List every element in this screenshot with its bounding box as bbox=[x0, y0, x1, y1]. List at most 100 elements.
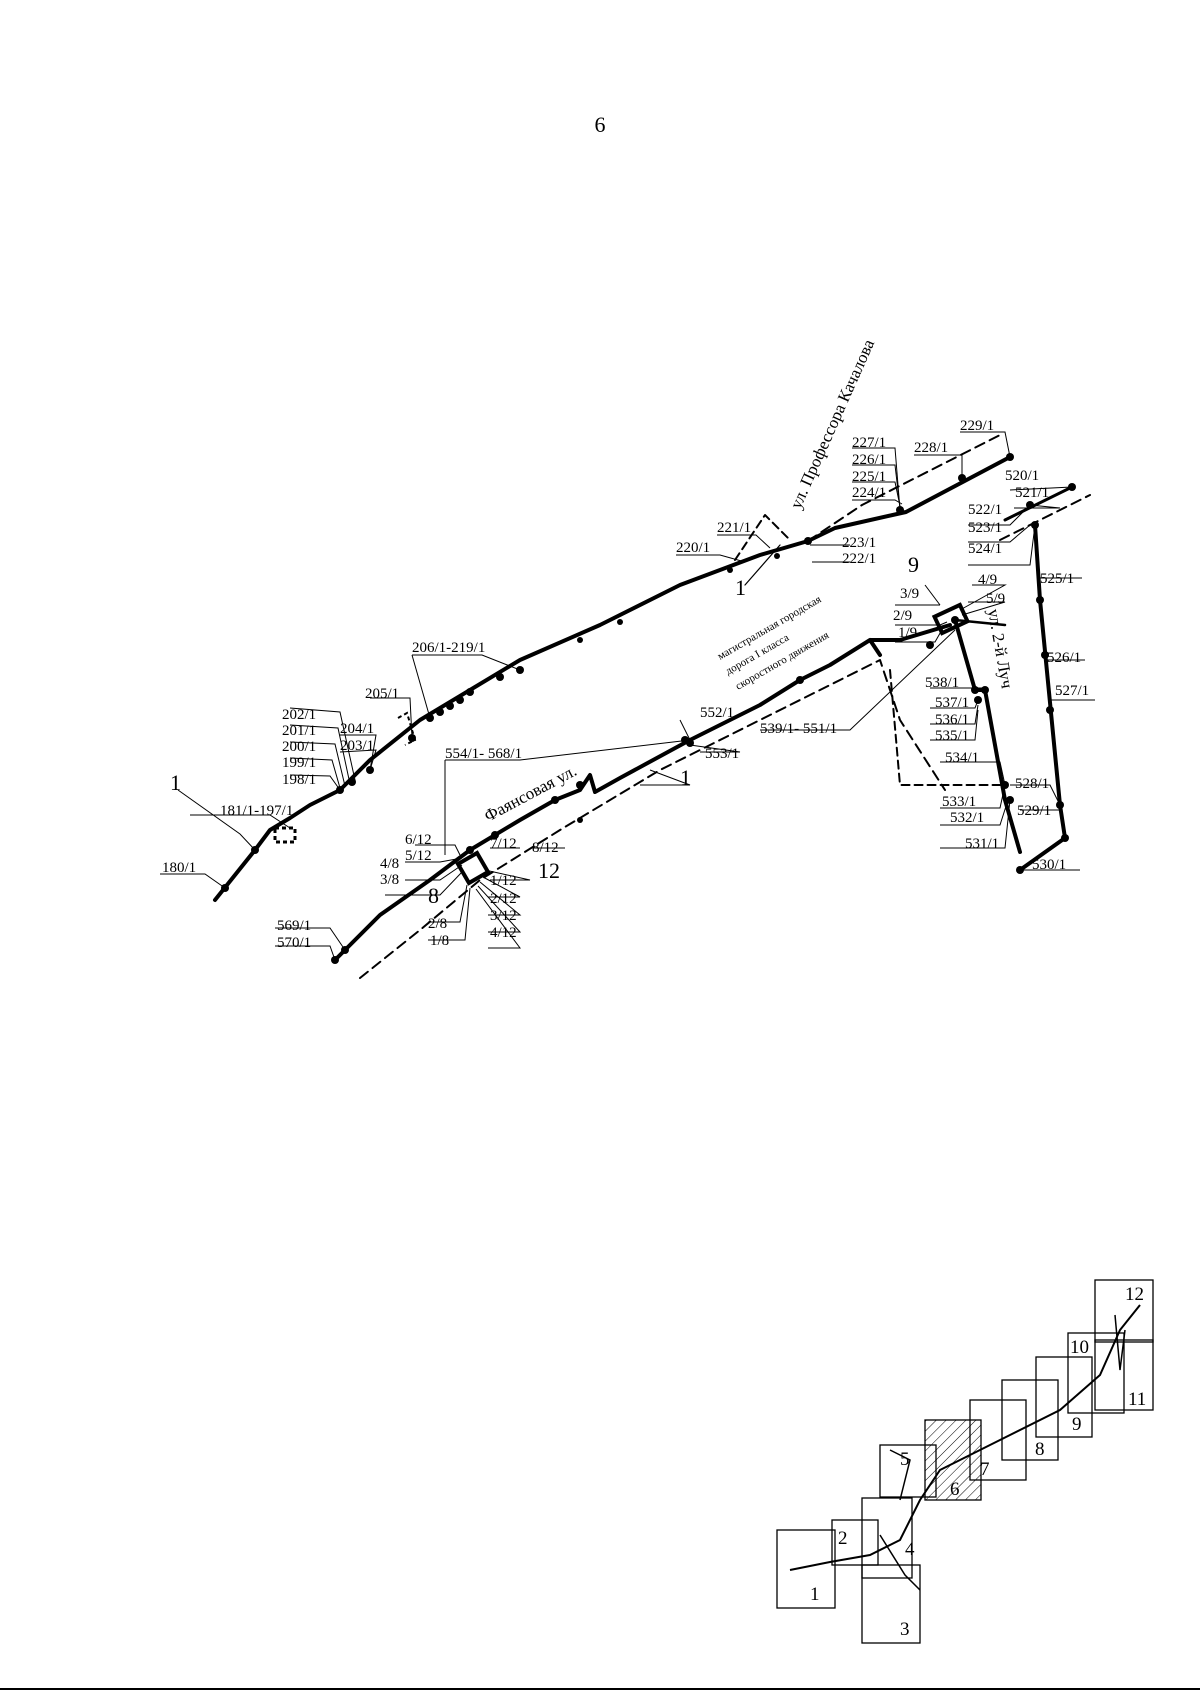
label-198: 198/1 bbox=[282, 772, 316, 788]
label-1-12: 1/12 bbox=[490, 873, 517, 889]
label-537: 537/1 bbox=[935, 695, 969, 711]
label-1-8: 1/8 bbox=[430, 933, 449, 949]
sheet-label-5: 5 bbox=[900, 1449, 910, 1470]
label-536: 536/1 bbox=[935, 712, 969, 728]
sheet-6 bbox=[924, 1419, 982, 1501]
label-205: 205/1 bbox=[365, 686, 399, 702]
label-200: 200/1 bbox=[282, 739, 316, 755]
sheet-label-12: 12 bbox=[1125, 1284, 1144, 1305]
sheet-9 bbox=[1035, 1356, 1093, 1438]
label-552: 552/1 bbox=[700, 705, 734, 721]
section-number-9: 9 bbox=[908, 552, 919, 577]
picket-labels: 180/1 181/1-197/1 198/1 199/1 200/1 201/… bbox=[162, 418, 1089, 951]
label-6-12: 6/12 bbox=[405, 832, 432, 848]
label-523: 523/1 bbox=[968, 520, 1002, 536]
label-535: 535/1 bbox=[935, 728, 969, 744]
label-525: 525/1 bbox=[1040, 571, 1074, 587]
line-number-1-top: 1 bbox=[735, 575, 746, 600]
structure-8 bbox=[455, 850, 491, 886]
label-521: 521/1 bbox=[1015, 485, 1049, 501]
label-2-12: 2/12 bbox=[490, 891, 517, 907]
structure-181 bbox=[273, 826, 297, 844]
sheet-label-3: 3 bbox=[900, 1619, 910, 1640]
sheet-label-8: 8 bbox=[1035, 1439, 1045, 1460]
sheet-label-9: 9 bbox=[1072, 1414, 1082, 1435]
lower-line bbox=[333, 623, 952, 962]
lower-dashed bbox=[359, 659, 946, 979]
page-number: 6 bbox=[594, 112, 606, 137]
structures bbox=[273, 602, 971, 886]
label-530: 530/1 bbox=[1032, 857, 1066, 873]
label-4-9: 4/9 bbox=[978, 572, 997, 588]
label-229: 229/1 bbox=[960, 418, 994, 434]
label-228: 228/1 bbox=[914, 440, 948, 456]
label-3-8: 3/8 bbox=[380, 872, 399, 888]
label-527: 527/1 bbox=[1055, 683, 1089, 699]
label-1-9: 1/9 bbox=[898, 625, 917, 641]
label-224: 224/1 bbox=[852, 485, 886, 501]
right-top-line bbox=[1003, 485, 1074, 522]
sheet-4 bbox=[861, 1497, 913, 1579]
index-map-labels: 1 2 3 4 5 6 7 8 9 10 11 12 bbox=[810, 1284, 1146, 1640]
label-227: 227/1 bbox=[852, 435, 886, 451]
label-204: 204/1 bbox=[340, 721, 374, 737]
index-route bbox=[789, 1304, 1141, 1571]
label-180-1: 180/1 bbox=[162, 860, 196, 876]
index-route-3 bbox=[889, 1449, 911, 1501]
label-199: 199/1 bbox=[282, 755, 316, 771]
luch2-left bbox=[953, 618, 1007, 627]
label-203: 203/1 bbox=[340, 738, 374, 754]
sheet-label-7: 7 bbox=[980, 1459, 990, 1480]
label-222: 222/1 bbox=[842, 551, 876, 567]
label-7-12: 7/12 bbox=[490, 836, 517, 852]
label-5-9: 5/9 bbox=[986, 591, 1005, 607]
sheet-3 bbox=[861, 1564, 921, 1644]
label-220: 220/1 bbox=[676, 540, 710, 556]
label-4-8: 4/8 bbox=[380, 856, 399, 872]
label-553: 553/1 bbox=[705, 746, 739, 762]
index-map bbox=[776, 1279, 1154, 1644]
label-524: 524/1 bbox=[968, 541, 1002, 557]
label-529: 529/1 bbox=[1017, 803, 1051, 819]
label-570: 570/1 bbox=[277, 935, 311, 951]
bottom-rule bbox=[0, 1688, 1200, 1690]
right-branch-dashed bbox=[889, 669, 1001, 786]
sheet-label-2: 2 bbox=[838, 1528, 848, 1549]
sheet-8 bbox=[1001, 1379, 1059, 1461]
sheet-7 bbox=[969, 1399, 1027, 1481]
section-number-12: 12 bbox=[538, 858, 560, 883]
label-5-12: 5/12 bbox=[405, 848, 432, 864]
sheet-label-1: 1 bbox=[810, 1584, 820, 1605]
label-533: 533/1 bbox=[942, 794, 976, 810]
index-route-4 bbox=[1114, 1314, 1126, 1371]
street-luch2: ул. 2-й Луч bbox=[984, 607, 1017, 690]
label-4-12: 4/12 bbox=[490, 925, 517, 941]
label-206-219: 206/1-219/1 bbox=[412, 640, 485, 656]
line-number-1-left: 1 bbox=[170, 770, 181, 795]
label-2-9: 2/9 bbox=[893, 608, 912, 624]
label-3-9: 3/9 bbox=[900, 586, 919, 602]
line1-leader-top bbox=[744, 544, 781, 586]
kachalova-dashed bbox=[807, 434, 1001, 542]
luch-dashed bbox=[999, 494, 1091, 541]
label-202: 202/1 bbox=[282, 707, 316, 723]
label-221: 221/1 bbox=[717, 520, 751, 536]
label-2-8: 2/8 bbox=[428, 916, 447, 932]
label-534: 534/1 bbox=[945, 750, 979, 766]
label-528: 528/1 bbox=[1015, 776, 1049, 792]
sheet-label-6: 6 bbox=[950, 1479, 960, 1500]
label-539-551: 539/1- 551/1 bbox=[760, 721, 837, 737]
kachalova-branch bbox=[734, 514, 791, 561]
index-route-2 bbox=[879, 1534, 921, 1591]
sheet-2 bbox=[831, 1519, 879, 1566]
label-201: 201/1 bbox=[282, 723, 316, 739]
label-569: 569/1 bbox=[277, 918, 311, 934]
label-225: 225/1 bbox=[852, 469, 886, 485]
label-181-197: 181/1-197/1 bbox=[220, 803, 293, 819]
sheet-1 bbox=[776, 1529, 836, 1609]
section-number-8: 8 bbox=[428, 883, 439, 908]
sheet-label-11: 11 bbox=[1128, 1389, 1146, 1410]
label-554-568: 554/1- 568/1 bbox=[445, 746, 522, 762]
label-531: 531/1 bbox=[965, 836, 999, 852]
